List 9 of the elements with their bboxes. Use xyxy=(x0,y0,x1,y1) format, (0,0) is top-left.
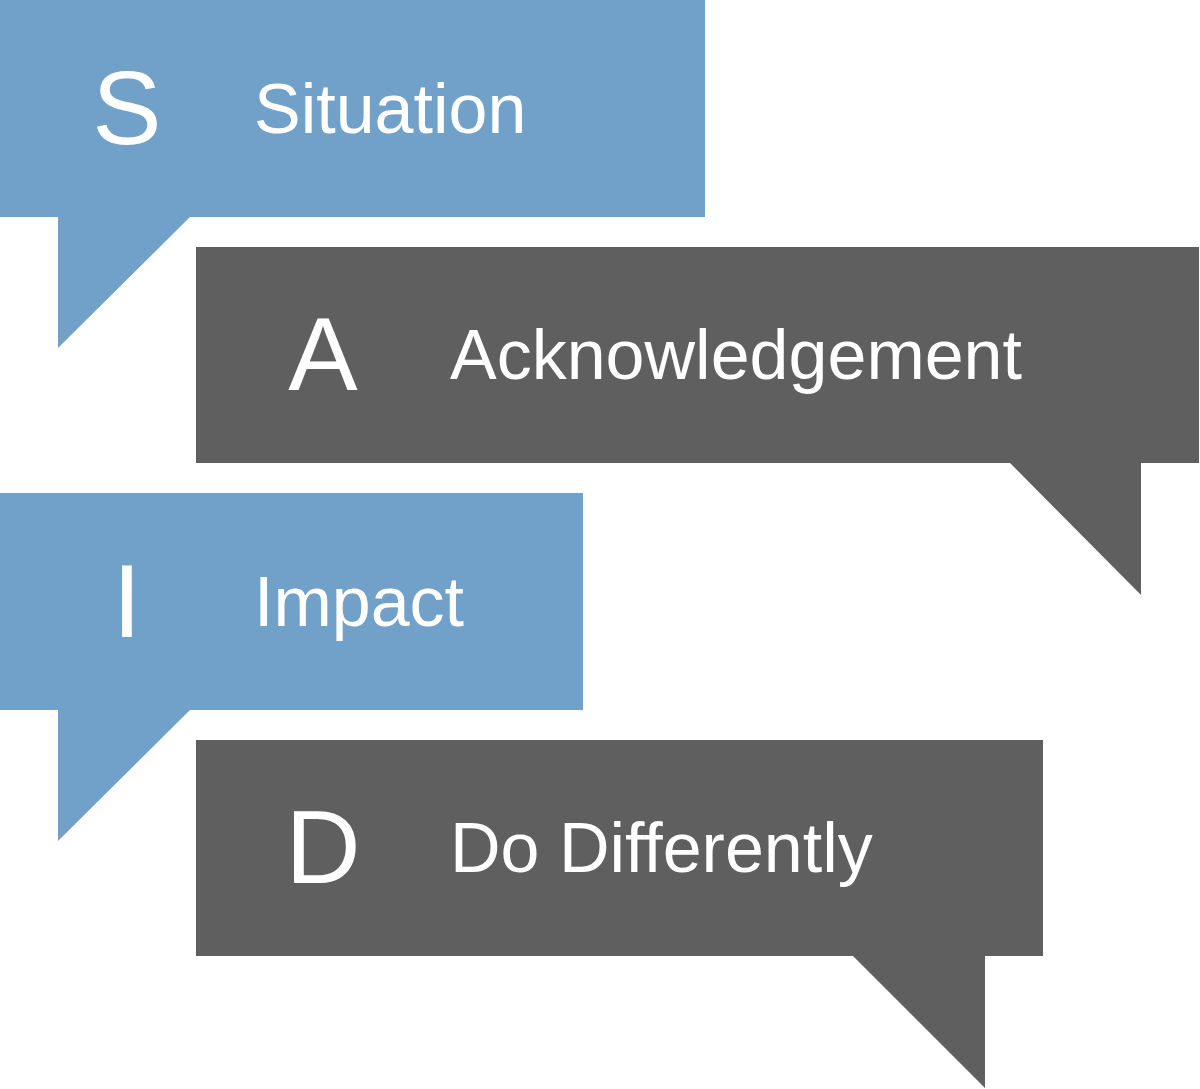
initial-letter: I xyxy=(112,546,142,657)
initial-letter: S xyxy=(92,53,162,164)
initial-letter: D xyxy=(285,793,361,903)
speech-bubble xyxy=(196,740,1043,1088)
step-label: Situation xyxy=(254,68,527,150)
step-label: Acknowledgement xyxy=(450,315,1022,396)
step-label: Impact xyxy=(254,561,465,643)
initial-letter: A xyxy=(288,300,358,410)
step-label: Do Differently xyxy=(450,808,873,889)
